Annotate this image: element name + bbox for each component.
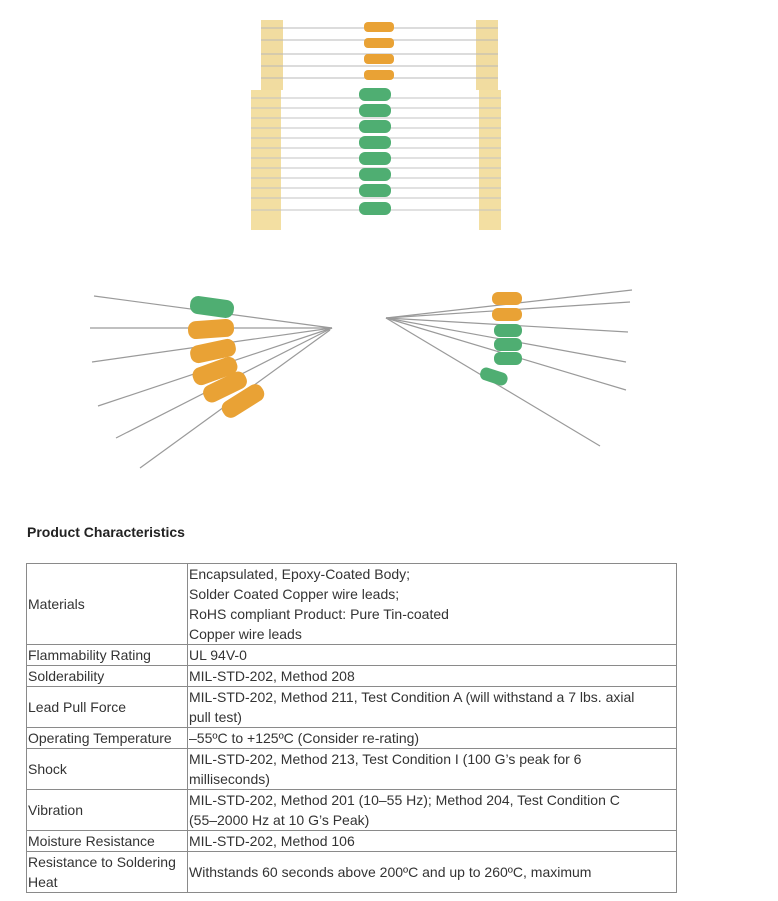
row-value: UL 94V-0 [187, 644, 677, 666]
value-line: (55–2000 Hz at 10 G’s Peak) [189, 812, 370, 828]
table-row: Materials Encapsulated, Epoxy-Coated Bod… [26, 563, 677, 645]
row-label: Materials [26, 563, 188, 645]
value-line: Solder Coated Copper wire leads; [189, 586, 400, 602]
row-value: MIL-STD-202, Method 208 [187, 665, 677, 687]
value-line: MIL-STD-202, Method 201 (10–55 Hz); Meth… [189, 792, 620, 808]
value-line: MIL-STD-202, Method 208 [189, 668, 355, 684]
row-value: Encapsulated, Epoxy-Coated Body; Solder … [187, 563, 677, 645]
row-label: Vibration [26, 789, 188, 831]
product-photo-loose [80, 272, 640, 482]
value-line: MIL-STD-202, Method 106 [189, 833, 355, 849]
loose-resistors-image [80, 272, 640, 482]
value-line: MIL-STD-202, Method 211, Test Condition … [189, 689, 635, 705]
table-row: Vibration MIL-STD-202, Method 201 (10–55… [26, 789, 677, 831]
row-label: Moisture Resistance [26, 830, 188, 852]
characteristics-table: Materials Encapsulated, Epoxy-Coated Bod… [26, 563, 677, 893]
table-row: Flammability Rating UL 94V-0 [26, 644, 677, 666]
row-value: Withstands 60 seconds above 200ºC and up… [187, 851, 677, 893]
value-line: UL 94V-0 [189, 647, 247, 663]
row-value: MIL-STD-202, Method 201 (10–55 Hz); Meth… [187, 789, 677, 831]
table-row: Resistance to Soldering Heat Withstands … [26, 851, 677, 893]
row-label: Lead Pull Force [26, 686, 188, 728]
row-label: Operating Temperature [26, 727, 188, 749]
row-label: Resistance to Soldering Heat [26, 851, 188, 893]
section-title: Product Characteristics [27, 524, 185, 540]
table-row: Lead Pull Force MIL-STD-202, Method 211,… [26, 686, 677, 728]
value-line: RoHS compliant Product: Pure Tin-coated [189, 606, 449, 622]
resistor-bundle-image [231, 20, 501, 230]
row-label: Flammability Rating [26, 644, 188, 666]
table-row: Operating Temperature –55ºC to +125ºC (C… [26, 727, 677, 749]
value-line: Copper wire leads [189, 626, 302, 642]
product-photo-bundle [231, 20, 501, 230]
row-value: –55ºC to +125ºC (Consider re-rating) [187, 727, 677, 749]
row-value: MIL-STD-202, Method 106 [187, 830, 677, 852]
row-label: Shock [26, 748, 188, 790]
table-row: Moisture Resistance MIL-STD-202, Method … [26, 830, 677, 852]
value-line: Encapsulated, Epoxy-Coated Body; [189, 566, 411, 582]
table-row: Shock MIL-STD-202, Method 213, Test Cond… [26, 748, 677, 790]
row-value: MIL-STD-202, Method 211, Test Condition … [187, 686, 677, 728]
value-line: –55ºC to +125ºC (Consider re-rating) [189, 730, 420, 746]
value-line: Withstands 60 seconds above 200ºC and up… [189, 864, 592, 880]
value-line: MIL-STD-202, Method 213, Test Condition … [189, 751, 582, 767]
value-line: pull test) [189, 709, 242, 725]
row-value: MIL-STD-202, Method 213, Test Condition … [187, 748, 677, 790]
value-line: milliseconds) [189, 771, 270, 787]
table-row: Solderability MIL-STD-202, Method 208 [26, 665, 677, 687]
row-label: Solderability [26, 665, 188, 687]
